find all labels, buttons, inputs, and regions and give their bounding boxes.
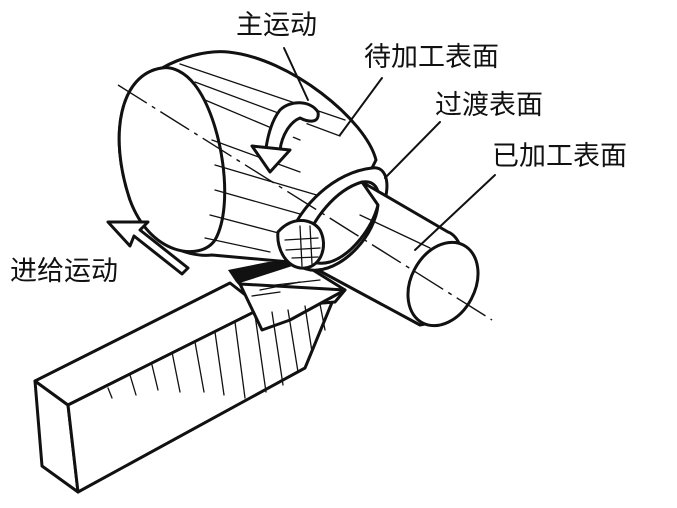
large-cylinder-streaks bbox=[179, 63, 346, 253]
main-motion-arrowhead bbox=[250, 144, 292, 174]
rotation-axis bbox=[117, 84, 493, 321]
leader-main-motion bbox=[283, 47, 309, 101]
label-machined-surface: 已加工表面 bbox=[492, 141, 627, 172]
label-main-motion: 主运动 bbox=[236, 10, 317, 41]
cutting-tool bbox=[33, 260, 347, 494]
label-transition-surface: 过渡表面 bbox=[435, 90, 543, 121]
workpiece-small-cylinder bbox=[316, 180, 480, 328]
tool-hatching bbox=[107, 279, 326, 399]
leader-workpiece bbox=[339, 77, 383, 136]
large-cylinder-end bbox=[117, 66, 227, 254]
feed-motion-arrow bbox=[106, 220, 190, 276]
small-cylinder-streak bbox=[359, 214, 431, 249]
leader-transition bbox=[384, 121, 441, 179]
leader-lines bbox=[283, 47, 496, 251]
label-feed-motion: 进给运动 bbox=[10, 256, 118, 287]
chip-curl-lines bbox=[284, 225, 321, 267]
transition-surface bbox=[276, 166, 389, 272]
small-cylinder-end bbox=[406, 240, 480, 328]
main-motion-arrow bbox=[250, 101, 320, 174]
leader-machined bbox=[414, 174, 496, 251]
label-workpiece-surface: 待加工表面 bbox=[364, 42, 499, 73]
tool-tip-insert bbox=[228, 262, 300, 282]
tool-front-face bbox=[66, 298, 335, 494]
